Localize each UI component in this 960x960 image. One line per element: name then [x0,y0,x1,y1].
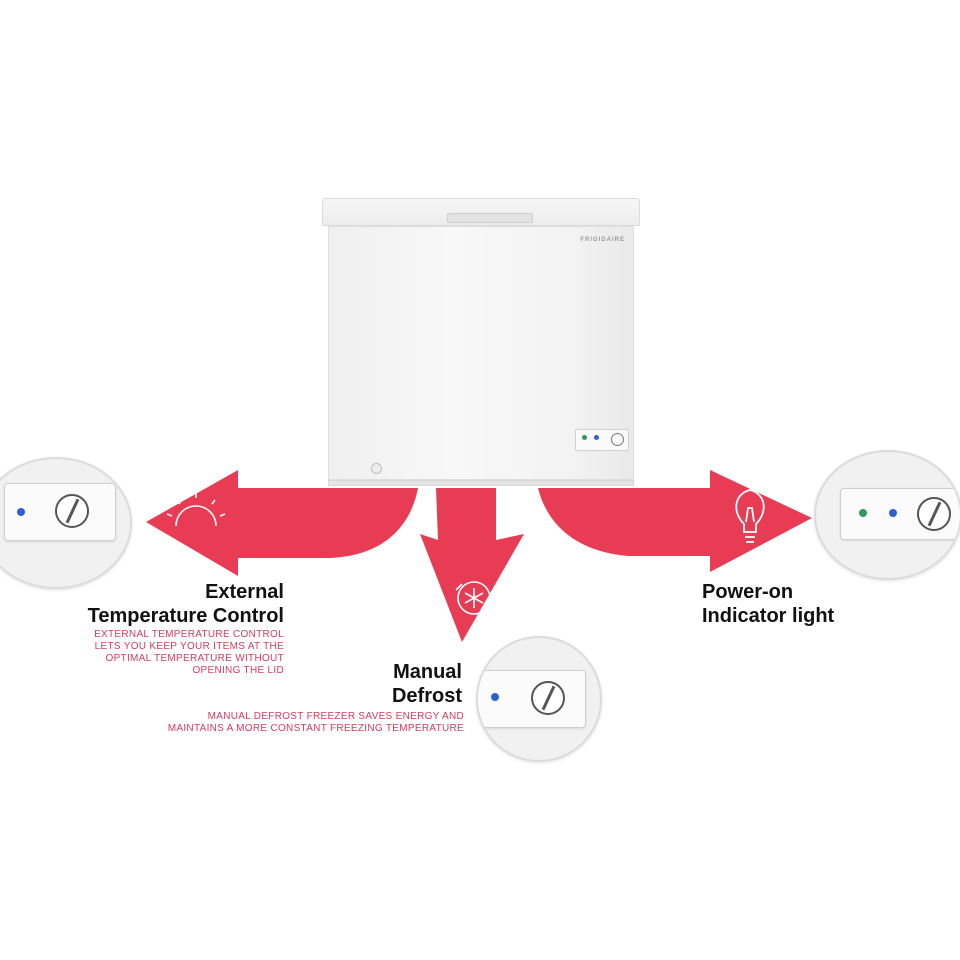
power-title: Power-on Indicator light [702,580,922,628]
left-arrow [146,470,418,576]
defrost-desc-line: MAINTAINS A MORE CONSTANT FREEZING TEMPE… [167,723,464,734]
temperature-title-line1: External [205,581,284,603]
zoom-panel [478,670,586,728]
defrost-title: Manual Defrost [262,660,462,708]
power-title-line1: Power-on [702,581,794,603]
zoom-thermostat-knob [55,494,89,528]
zoom-panel [4,483,116,541]
zoom-status-led [889,509,897,517]
zoom-panel [840,488,960,540]
temperature-description: EXTERNAL TEMPERATURE CONTROL LETS YOU KE… [24,629,284,677]
sun-dial-icon [166,493,226,527]
temperature-desc-line: OPTIMAL TEMPERATURE WITHOUT [105,653,284,664]
light-bulb-icon [735,489,765,543]
temperature-desc-line: OPENING THE LID [192,665,284,676]
freezer-body: FRIGIDAIRE [328,226,634,480]
thermostat-knob [611,433,624,446]
power-led [582,435,587,440]
lid-handle [447,213,533,223]
defrost-title-line1: Manual [393,661,462,683]
drain-plug [371,463,382,474]
freezer-base [328,480,634,486]
brand-logo: FRIGIDAIRE [580,237,625,243]
zoom-thermostat-knob [531,681,565,715]
chest-freezer: FRIGIDAIRE [322,198,640,488]
defrost-title-line2: Defrost [391,685,462,707]
power-title-line2: Indicator light [702,605,835,627]
status-led [594,435,599,440]
temperature-title-line2: Temperature Control [87,605,284,627]
temperature-desc-line: EXTERNAL TEMPERATURE CONTROL [94,629,284,640]
right-arrow [538,470,812,572]
down-arrow [420,488,524,642]
snowflake-icon [455,581,493,615]
freezer-lid [322,198,640,226]
zoom-power-indicator [814,450,960,580]
defrost-description: MANUAL DEFROST FREEZER SAVES ENERGY AND … [84,711,464,735]
zoom-blue-led [17,508,25,516]
zoom-temperature-control [0,457,132,589]
zoom-power-led [859,509,867,517]
zoom-manual-defrost [476,636,602,762]
temperature-title: External Temperature Control [24,580,284,628]
defrost-desc-line: MANUAL DEFROST FREEZER SAVES ENERGY AND [207,711,464,722]
control-panel [575,429,629,451]
temperature-desc-line: LETS YOU KEEP YOUR ITEMS AT THE [94,641,284,652]
zoom-blue-led [491,693,499,701]
zoom-thermostat-knob [917,497,951,531]
